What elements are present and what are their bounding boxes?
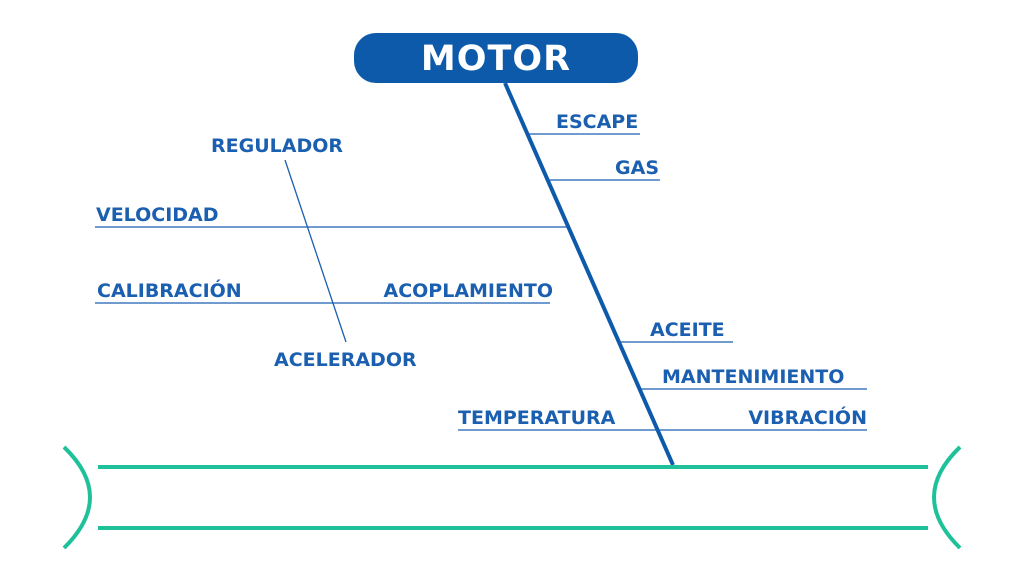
label-aceite: ACEITE xyxy=(650,319,725,341)
base-shape xyxy=(62,445,962,550)
base-left-cap xyxy=(62,445,92,550)
label-acoplamiento: ACOPLAMIENTO xyxy=(383,280,553,302)
base-right-cap xyxy=(932,445,962,550)
label-gas: GAS xyxy=(615,157,659,179)
label-calibracion: CALIBRACIÓN xyxy=(97,278,242,302)
label-vibracion: VIBRACIÓN xyxy=(748,405,867,429)
label-acelerador: ACELERADOR xyxy=(274,349,417,371)
label-escape: ESCAPE xyxy=(556,111,638,133)
label-mantenimiento: MANTENIMIENTO xyxy=(662,366,844,388)
title-box: MOTOR xyxy=(354,33,638,83)
main-spine xyxy=(503,82,675,466)
label-temperatura: TEMPERATURA xyxy=(458,407,616,429)
title-text: MOTOR xyxy=(421,39,571,79)
title-background xyxy=(354,33,638,83)
sub-branch-regulador-acelerador xyxy=(284,159,347,343)
label-velocidad: VELOCIDAD xyxy=(96,204,219,226)
label-regulador: REGULADOR xyxy=(211,135,343,157)
